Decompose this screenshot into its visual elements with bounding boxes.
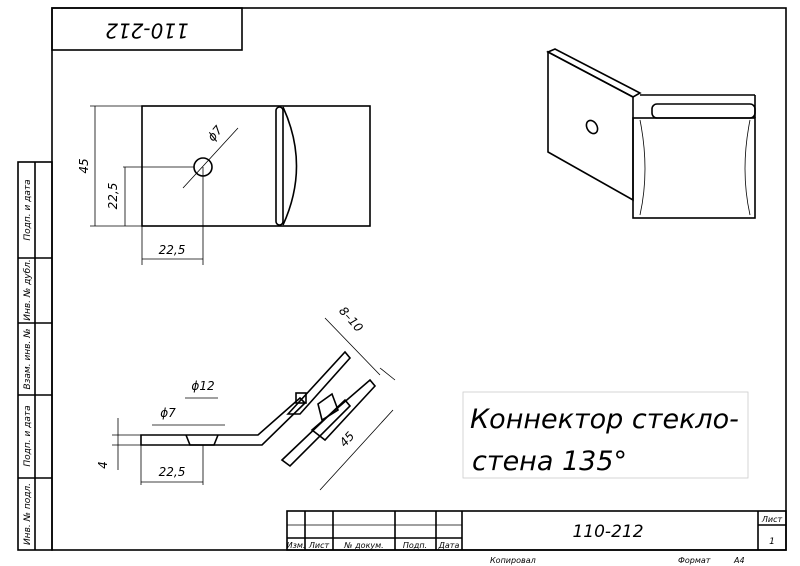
top-stamp-box [51, 7, 243, 51]
title-block: Изм. Лист № докум. Подп. Дата 110-212 Ли… [286, 510, 787, 551]
title-text-box [462, 391, 749, 479]
col-date: Дата [438, 541, 460, 550]
format-label: Формат [678, 556, 711, 565]
designation: 110-212 [572, 522, 643, 542]
dim-section-depth: 45 [337, 429, 358, 450]
strip-label-orig-inv: Инв. № подл. [23, 483, 33, 545]
col-signature: Подп. [403, 541, 427, 550]
strip-label-dup-inv: Инв. № дубл. [23, 259, 33, 321]
part-title-line1: Коннектор стекло- [470, 404, 739, 435]
dim-top-height: 45 [77, 158, 91, 173]
top-view: 45 22,5 22,5 ϕ7 [77, 105, 371, 265]
dim-section-cbore-dia: ϕ12 [191, 379, 214, 393]
top-stamp-designation: 110-212 [105, 19, 189, 43]
dim-section-gap: 8–10 [336, 304, 366, 335]
col-doc-number: № докум. [343, 541, 383, 550]
col-change: Изм. [287, 541, 306, 550]
sheet-number: 1 [769, 537, 775, 547]
dim-top-hole-y: 22,5 [106, 183, 120, 210]
sheet-label: Лист [761, 515, 783, 524]
strip-label-sign-date-1: Подп. и дата [23, 179, 33, 240]
strip-label-replace-inv: Взам. инв. № [23, 328, 33, 389]
col-sheet: Лист [308, 541, 330, 550]
isometric-view [546, 48, 756, 219]
dim-section-hole-dia: ϕ7 [160, 406, 176, 420]
format-value: A4 [733, 556, 745, 565]
strip-label-sign-date-2: Подп. и дата [23, 405, 33, 466]
dim-section-offset: 22,5 [159, 465, 186, 479]
section-view: 4 22,5 ϕ7 ϕ12 8–10 45 [96, 304, 396, 491]
dim-top-hole-dia: ϕ7 [205, 123, 226, 144]
left-strip: Подп. и дата Инв. № дубл. Взам. инв. № П… [17, 161, 53, 551]
part-title-line2: стена 135° [472, 446, 627, 477]
dim-top-hole-x: 22,5 [159, 243, 186, 257]
dim-section-thickness: 4 [96, 461, 110, 469]
copied-label: Копировал [490, 556, 536, 565]
